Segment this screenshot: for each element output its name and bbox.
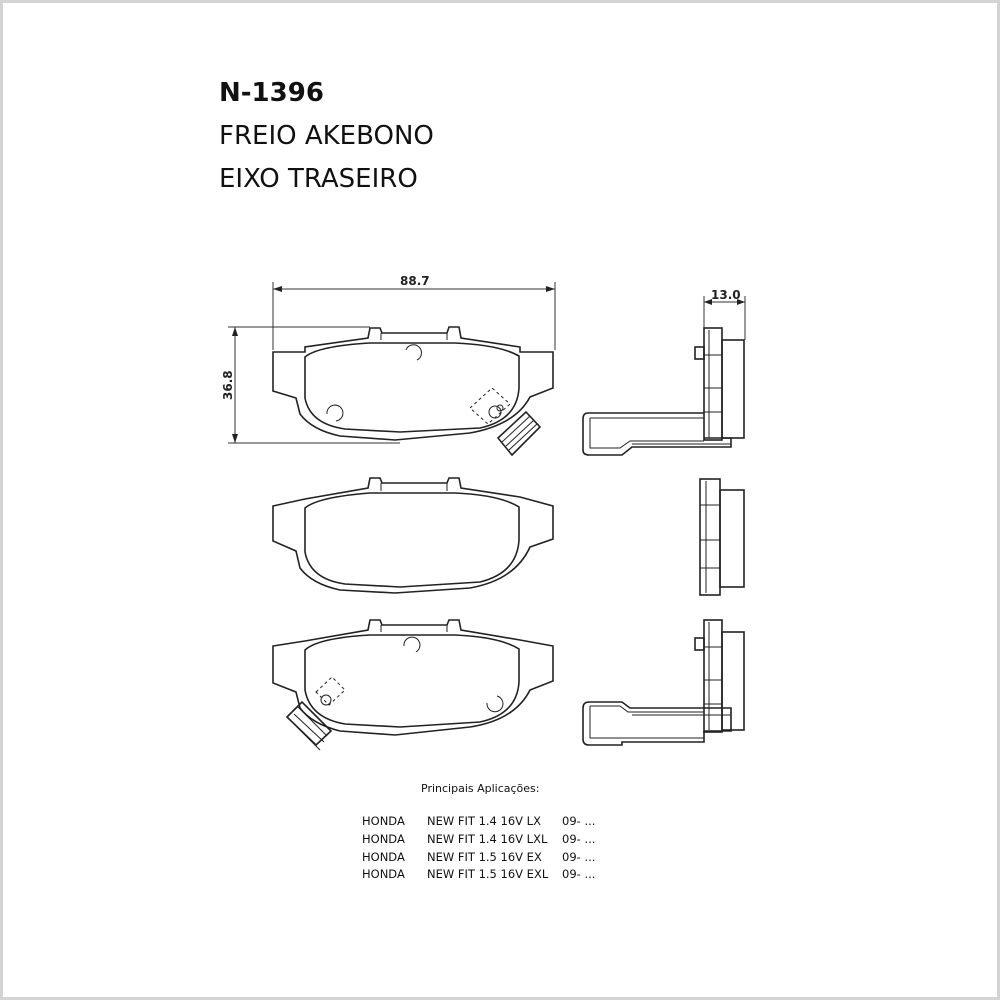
application-make: HONDA (362, 814, 405, 828)
application-make: HONDA (362, 867, 405, 881)
application-make: HONDA (362, 850, 405, 864)
width-dimension (272, 282, 556, 350)
brand-label: FREIO AKEBONO (219, 121, 434, 151)
applications-title: Principais Aplicações: (421, 782, 540, 795)
middle-pad-side-view (699, 478, 745, 596)
height-dimension (228, 326, 400, 444)
application-model: NEW FIT 1.5 16V EX (427, 850, 542, 864)
application-model: NEW FIT 1.4 16V LXL (427, 832, 548, 846)
application-years: 09- ... (562, 832, 596, 846)
application-model: NEW FIT 1.4 16V LX (427, 814, 541, 828)
middle-pad-front-view (272, 477, 554, 594)
thickness-label: 13.0 (711, 288, 741, 302)
bottom-pad-side-view (582, 619, 745, 746)
part-number: N-1396 (219, 78, 324, 108)
thickness-dimension (703, 296, 746, 340)
application-years: 09- ... (562, 814, 596, 828)
axle-label: EIXO TRASEIRO (219, 164, 418, 194)
application-years: 09- ... (562, 867, 596, 881)
width-label: 88.7 (400, 274, 430, 288)
wear-sensor-clip-bottom (285, 676, 346, 751)
top-pad-front-view (272, 326, 554, 457)
application-model: NEW FIT 1.5 16V EXL (427, 867, 549, 881)
application-years: 09- ... (562, 850, 596, 864)
height-label: 36.8 (221, 370, 235, 400)
bottom-pad-front-view (272, 619, 554, 751)
application-make: HONDA (362, 832, 405, 846)
top-pad-side-view (582, 327, 745, 456)
wear-sensor-clip-top (469, 387, 542, 457)
